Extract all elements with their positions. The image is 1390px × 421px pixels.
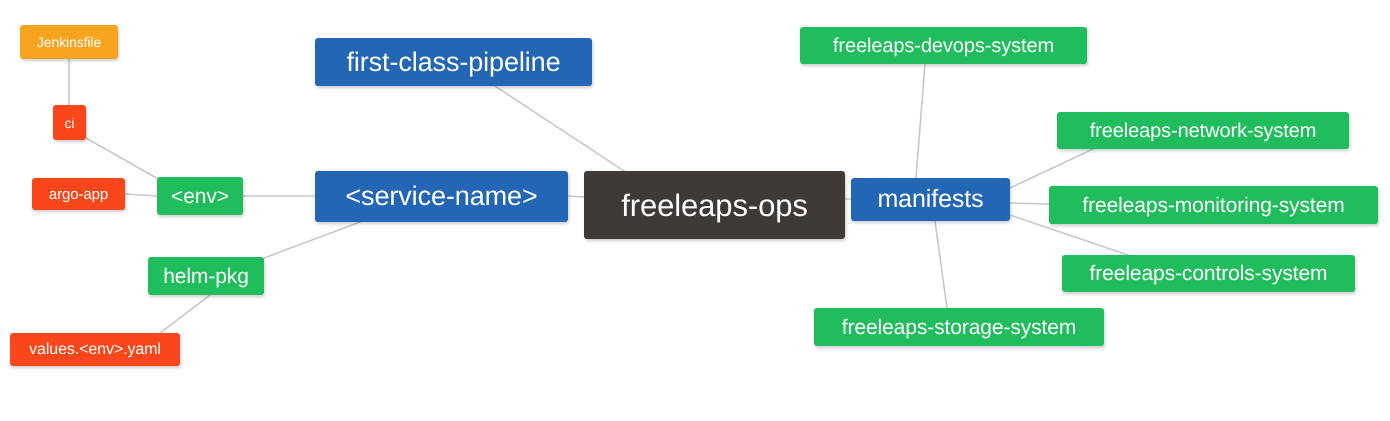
node-label: freeleaps-storage-system	[841, 315, 1077, 339]
node-monitoring-system[interactable]: freeleaps-monitoring-system	[1049, 186, 1378, 224]
edge-argo-app-to-env	[124, 193, 158, 197]
node-env[interactable]: <env>	[157, 177, 243, 215]
node-manifests[interactable]: manifests	[851, 178, 1010, 221]
node-label: freeleaps-devops-system	[832, 34, 1055, 57]
node-label: freeleaps-monitoring-system	[1082, 193, 1345, 217]
edge-values-yaml-to-helm-pkg	[159, 294, 211, 334]
node-label: argo-app	[48, 185, 109, 203]
edge-manifests-to-monitoring-system	[1009, 202, 1050, 205]
node-devops-system[interactable]: freeleaps-devops-system	[800, 27, 1087, 64]
node-first-class-pipeline[interactable]: first-class-pipeline	[315, 38, 592, 86]
edge-helm-pkg-to-service-name	[263, 221, 361, 259]
node-network-system[interactable]: freeleaps-network-system	[1057, 112, 1349, 149]
edge-manifests-to-storage-system	[934, 220, 948, 309]
node-storage-system[interactable]: freeleaps-storage-system	[814, 308, 1104, 346]
node-ci[interactable]: ci	[53, 105, 86, 140]
edge-first-class-pipeline-to-freeleaps-ops	[494, 85, 625, 172]
edge-manifests-to-devops-system	[915, 63, 926, 179]
edge-manifests-to-network-system	[1009, 148, 1094, 189]
node-freeleaps-ops[interactable]: freeleaps-ops	[584, 171, 845, 239]
node-label: manifests	[877, 185, 984, 213]
node-label: freeleaps-ops	[621, 187, 808, 223]
node-label: <service-name>	[345, 181, 538, 211]
node-controls-system[interactable]: freeleaps-controls-system	[1062, 255, 1355, 292]
node-label: freeleaps-controls-system	[1089, 262, 1328, 285]
node-label: freeleaps-network-system	[1089, 119, 1317, 142]
node-label: <env>	[171, 184, 229, 208]
node-label: ci	[64, 114, 75, 131]
node-jenkinsfile[interactable]: Jenkinsfile	[20, 25, 118, 59]
node-values-yaml[interactable]: values.<env>.yaml	[10, 333, 180, 366]
node-label: values.<env>.yaml	[29, 340, 161, 358]
node-label: Jenkinsfile	[36, 34, 102, 50]
node-argo-app[interactable]: argo-app	[32, 178, 125, 210]
node-label: helm-pkg	[163, 264, 249, 288]
edge-service-name-to-freeleaps-ops	[567, 195, 585, 198]
node-helm-pkg[interactable]: helm-pkg	[148, 257, 264, 295]
node-label: first-class-pipeline	[346, 46, 561, 77]
edge-ci-to-env	[85, 137, 161, 181]
node-service-name[interactable]: <service-name>	[315, 171, 568, 222]
